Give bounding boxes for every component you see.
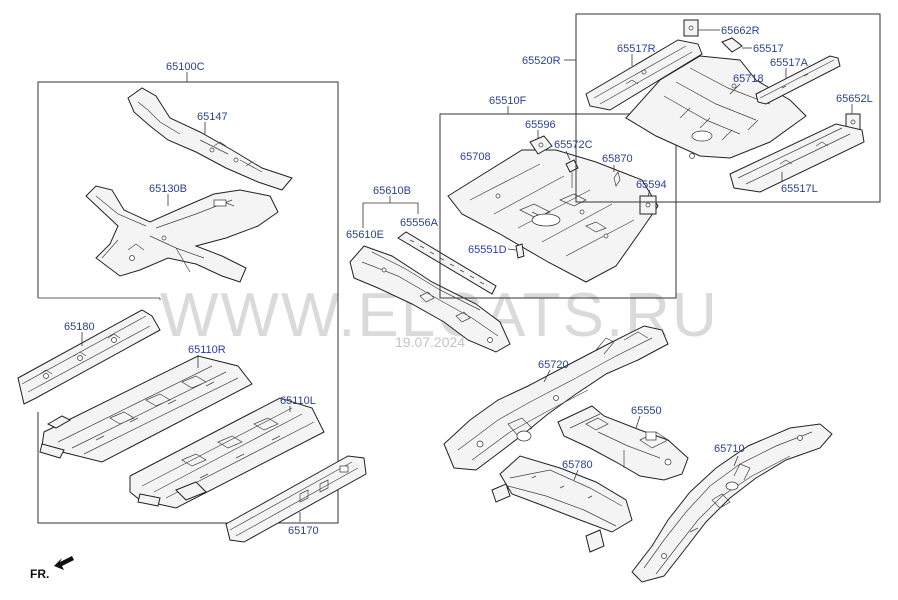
part-65517[interactable] bbox=[721, 37, 743, 53]
watermark-date: 19.07.2024 bbox=[395, 334, 465, 350]
part-65550[interactable] bbox=[557, 405, 689, 481]
part-65610E[interactable] bbox=[349, 245, 511, 353]
label-65596: 65596 bbox=[525, 119, 556, 131]
label-65780: 65780 bbox=[562, 459, 593, 471]
label-65170: 65170 bbox=[288, 525, 319, 537]
label-65610E: 65610E bbox=[346, 229, 384, 241]
part-65596[interactable] bbox=[529, 135, 553, 155]
front-direction-label: FR. bbox=[30, 567, 49, 581]
label-65708: 65708 bbox=[460, 151, 491, 163]
group-frame-65100C bbox=[37, 81, 339, 524]
group-65520R bbox=[564, 13, 881, 203]
part-65180[interactable] bbox=[17, 309, 161, 405]
label-65870: 65870 bbox=[602, 153, 633, 165]
label-65110L: 65110L bbox=[280, 395, 316, 407]
part-65130B[interactable] bbox=[85, 185, 279, 283]
label-65610B: 65610B bbox=[373, 185, 411, 197]
group-65610B bbox=[362, 196, 419, 228]
label-65594: 65594 bbox=[636, 179, 667, 191]
label-65720: 65720 bbox=[538, 359, 569, 371]
part-65720[interactable] bbox=[443, 325, 669, 471]
group-frame-65520R bbox=[575, 13, 881, 203]
label-65517: 65517 bbox=[753, 43, 784, 55]
group-65510F bbox=[439, 106, 677, 299]
label-65551D: 65551D bbox=[468, 244, 507, 256]
part-65147[interactable] bbox=[127, 87, 293, 191]
label-65510F: 65510F bbox=[489, 95, 527, 107]
label-65520R: 65520R bbox=[522, 55, 561, 67]
part-65517R[interactable] bbox=[585, 39, 703, 111]
label-65147: 65147 bbox=[197, 111, 228, 123]
part-65870[interactable] bbox=[613, 171, 621, 187]
part-65551D[interactable] bbox=[515, 243, 525, 259]
part-65110L[interactable] bbox=[129, 397, 325, 509]
label-65652L: 65652L bbox=[836, 93, 873, 105]
label-65517L: 65517L bbox=[781, 183, 818, 195]
group-65100C bbox=[37, 72, 339, 524]
part-65110R[interactable] bbox=[39, 355, 253, 463]
label-65710: 65710 bbox=[714, 443, 745, 455]
part-65594[interactable] bbox=[639, 195, 657, 215]
label-65718: 65718 bbox=[733, 73, 764, 85]
part-65517A[interactable] bbox=[755, 55, 841, 105]
part-65710[interactable] bbox=[631, 423, 833, 583]
part-65708[interactable] bbox=[447, 149, 659, 283]
part-65517L[interactable] bbox=[729, 123, 865, 193]
part-65718[interactable] bbox=[625, 55, 807, 159]
part-65572C[interactable] bbox=[565, 159, 579, 188]
label-65550: 65550 bbox=[631, 405, 662, 417]
label-65517R: 65517R bbox=[617, 43, 656, 55]
label-65130B: 65130B bbox=[149, 183, 187, 195]
label-65110R: 65110R bbox=[188, 344, 226, 356]
label-65662R: 65662R bbox=[721, 25, 760, 37]
label-65180: 65180 bbox=[64, 321, 95, 333]
part-65780[interactable] bbox=[491, 455, 633, 553]
label-65572C: 65572C bbox=[554, 139, 593, 151]
part-65556A[interactable] bbox=[397, 231, 497, 295]
label-65517A: 65517A bbox=[770, 57, 809, 69]
label-65556A: 65556A bbox=[400, 217, 439, 229]
part-65662R[interactable] bbox=[683, 19, 699, 37]
group-frame-65510F bbox=[439, 113, 677, 299]
front-arrow-icon bbox=[54, 556, 74, 570]
part-65170[interactable] bbox=[225, 455, 367, 543]
label-65100C: 65100C bbox=[166, 61, 205, 73]
